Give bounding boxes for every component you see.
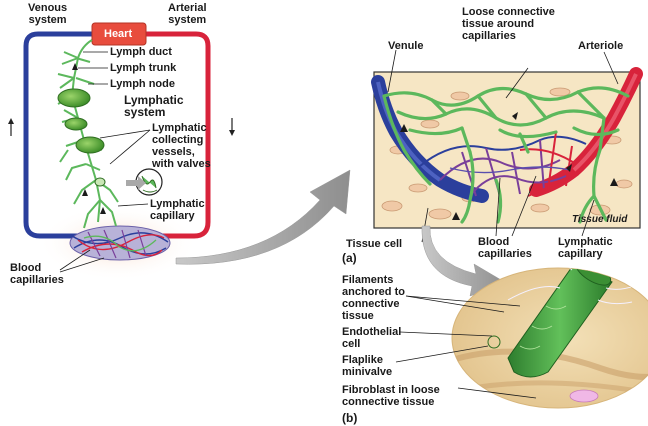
left-leader-lines bbox=[59, 51, 151, 273]
panel-a-marker: (a) bbox=[342, 251, 357, 265]
lymph-nodes bbox=[57, 88, 106, 187]
arteriole-label: Arteriole bbox=[578, 40, 624, 52]
heart bbox=[91, 22, 147, 46]
venous-flow-arrow bbox=[8, 118, 14, 136]
panel-a bbox=[371, 49, 643, 243]
lymph-duct-label: Lymph duct bbox=[110, 46, 172, 58]
panel-b bbox=[395, 267, 648, 409]
lymphatic-tube bbox=[507, 268, 613, 378]
lymph-flow-arrows bbox=[72, 63, 106, 214]
lymph-trunk-label: Lymph trunk bbox=[110, 62, 177, 74]
tissue-fluid-label: Tissue fluid bbox=[572, 214, 628, 225]
panel-a-leader-lines bbox=[387, 49, 619, 243]
panel-b-marker: (b) bbox=[342, 411, 358, 425]
panel-b-leader-lines bbox=[395, 295, 537, 399]
arterial-vessel bbox=[146, 31, 211, 239]
lymphatic-capillary-network bbox=[382, 86, 630, 224]
fluid-flow-arrows bbox=[400, 112, 618, 220]
tissue-cell-label: Tissue cell bbox=[346, 238, 403, 250]
fibroblast bbox=[569, 389, 599, 403]
venous-vessel bbox=[23, 31, 92, 239]
blood-capillary-bed bbox=[69, 225, 171, 261]
arterial-flow-arrow bbox=[229, 118, 235, 136]
blood-capillary-mesh bbox=[419, 131, 587, 197]
zoom-arrow bbox=[175, 169, 351, 265]
detail-arrow bbox=[421, 225, 509, 297]
lymph-node-label: Lymph node bbox=[110, 78, 175, 90]
valve-inset bbox=[126, 168, 163, 196]
minivalve bbox=[487, 335, 501, 349]
venule-label: Venule bbox=[388, 40, 424, 52]
heart-label: Heart bbox=[104, 28, 133, 40]
